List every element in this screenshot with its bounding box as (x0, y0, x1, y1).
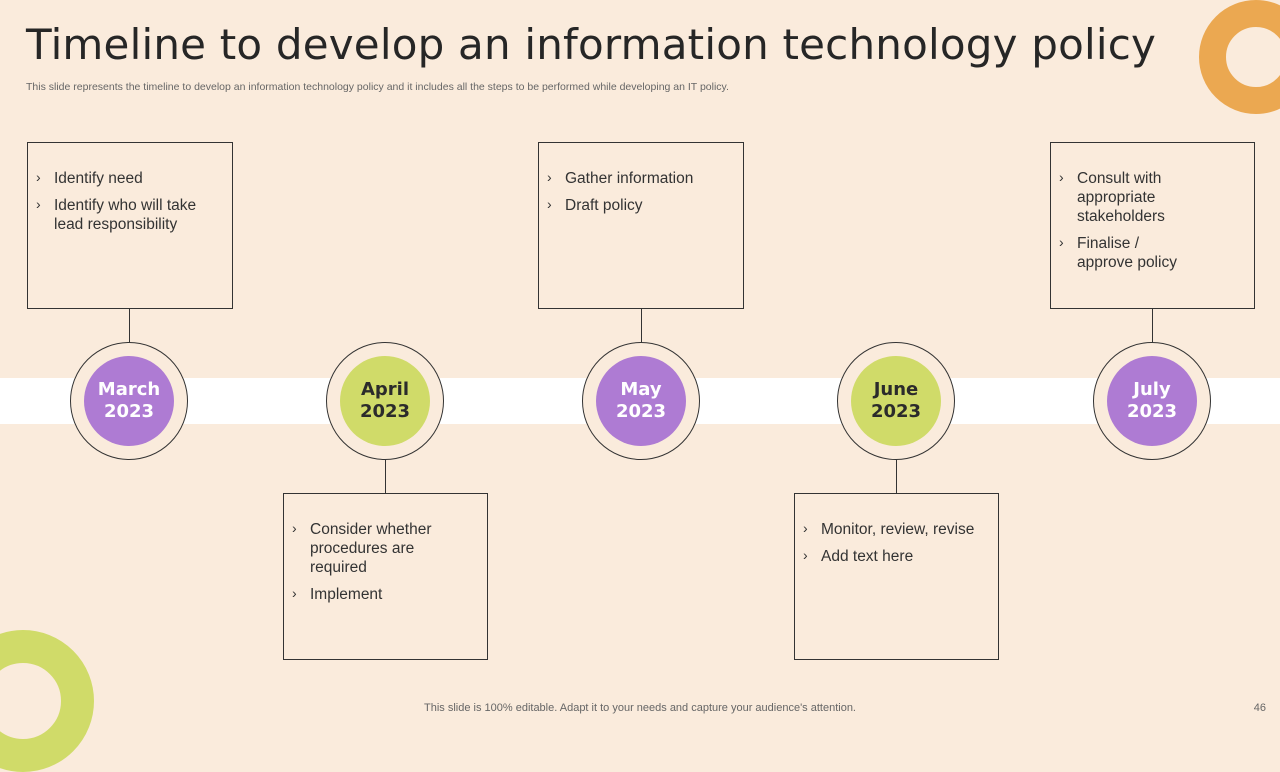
milestone-box-march: ›Identify need ›Identify who will take l… (27, 142, 233, 309)
connector-line (129, 308, 130, 342)
chevron-right-icon: › (36, 169, 41, 185)
milestone-july-2023: July 2023 (1107, 356, 1197, 446)
milestone-box-may: ›Gather information ›Draft policy (538, 142, 744, 309)
list-item: ›Implement (292, 585, 383, 603)
chevron-right-icon: › (803, 520, 808, 536)
milestone-year: 2023 (1126, 401, 1178, 422)
decorative-ring-orange (1199, 0, 1280, 114)
milestone-box-april: ›Consider whether procedures are require… (283, 493, 488, 660)
list-item: ›Consult with appropriate stakeholders (1059, 169, 1165, 225)
list-item: ›Gather information (547, 169, 694, 187)
slide-title: Timeline to develop an information techn… (26, 20, 1157, 69)
milestone-month: July (1133, 379, 1171, 400)
list-item: ›Monitor, review, revise (803, 520, 975, 538)
chevron-right-icon: › (547, 196, 552, 212)
page-number: 46 (1253, 702, 1266, 714)
chevron-right-icon: › (36, 196, 41, 212)
milestone-march-2023: March 2023 (84, 356, 174, 446)
list-item: ›Draft policy (547, 196, 643, 214)
milestone-month: May (620, 379, 662, 400)
milestone-month: April (360, 379, 410, 400)
task-list: ›Consider whether procedures are require… (292, 520, 477, 604)
milestone-may-2023: May 2023 (596, 356, 686, 446)
milestone-year: 2023 (359, 401, 411, 422)
decorative-ring-green (0, 630, 94, 772)
milestone-year: 2023 (870, 401, 922, 422)
chevron-right-icon: › (1059, 234, 1064, 250)
chevron-right-icon: › (803, 547, 808, 563)
connector-line (896, 460, 897, 493)
list-item: ›Identify need (36, 169, 143, 187)
task-list: ›Gather information ›Draft policy (547, 169, 733, 215)
milestone-april-2023: April 2023 (340, 356, 430, 446)
milestone-year: 2023 (103, 401, 155, 422)
slide-subtitle: This slide represents the timeline to de… (26, 81, 729, 93)
list-item: ›Identify who will take lead responsibil… (36, 196, 197, 233)
list-item: ›Finalise / approve policy (1059, 234, 1177, 271)
chevron-right-icon: › (1059, 169, 1064, 185)
list-item: ›Consider whether procedures are require… (292, 520, 432, 576)
chevron-right-icon: › (292, 585, 297, 601)
task-list: ›Monitor, review, revise ›Add text here (803, 520, 988, 566)
footer-note: This slide is 100% editable. Adapt it to… (424, 702, 856, 714)
task-list: ›Consult with appropriate stakeholders ›… (1059, 169, 1244, 272)
milestone-month: June (873, 379, 919, 400)
milestone-year: 2023 (615, 401, 667, 422)
connector-line (385, 460, 386, 493)
milestone-box-june: ›Monitor, review, revise ›Add text here (794, 493, 999, 660)
connector-line (641, 308, 642, 342)
milestone-month: March (97, 379, 161, 400)
connector-line (1152, 308, 1153, 342)
task-list: ›Identify need ›Identify who will take l… (36, 169, 222, 234)
milestone-box-july: ›Consult with appropriate stakeholders ›… (1050, 142, 1255, 309)
chevron-right-icon: › (292, 520, 297, 536)
chevron-right-icon: › (547, 169, 552, 185)
milestone-june-2023: June 2023 (851, 356, 941, 446)
list-item: ›Add text here (803, 547, 914, 565)
